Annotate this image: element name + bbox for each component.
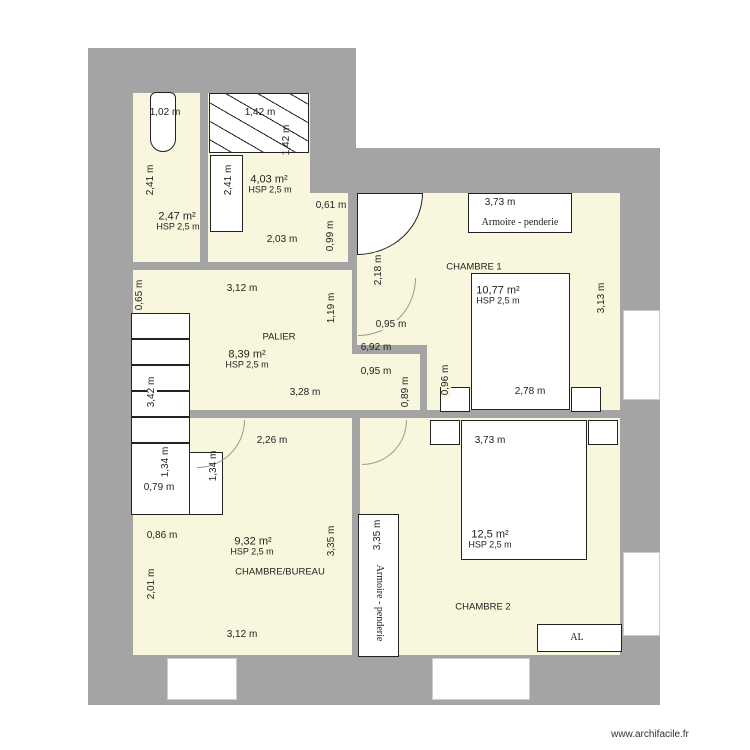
- chambre1-area: 10,77 m²: [476, 284, 520, 297]
- dimension: 3,12 m: [224, 629, 260, 640]
- shower: [209, 93, 309, 153]
- dimension: 2,01 m: [146, 566, 157, 602]
- bathroom-hsp: HSP 2,5 m: [248, 184, 292, 195]
- stair-step: [131, 391, 190, 417]
- chambre2-area: 12,5 m²: [471, 528, 509, 541]
- dimension: 3,35 m: [326, 523, 337, 559]
- window: [432, 658, 530, 700]
- window: [167, 658, 237, 700]
- dimension: 1,02 m: [149, 107, 181, 118]
- dimension: 2,78 m: [514, 386, 546, 397]
- chambre-bureau-area: 9,32 m²: [234, 535, 272, 548]
- dimension: 3,73 m: [474, 435, 506, 446]
- dimension: 1,34 m: [160, 446, 171, 478]
- dimension: 2,18 m: [373, 252, 384, 288]
- dimension: 2,41 m: [223, 164, 234, 196]
- wardrobe-top: [468, 193, 572, 233]
- dimension: 0,99 m: [325, 220, 336, 252]
- dimension: 0,89 m: [400, 374, 411, 410]
- dimension: 2,03 m: [264, 234, 300, 245]
- chambre1-name: CHAMBRE 1: [446, 261, 502, 273]
- dimension: 0,96 m: [440, 362, 451, 398]
- dimension: 3,42 m: [146, 376, 157, 408]
- stair-step: [131, 417, 190, 443]
- dimension: 0,95 m: [373, 319, 409, 330]
- dimension: 0,65 m: [134, 277, 145, 313]
- wardrobe-side: [358, 514, 399, 657]
- wardrobe-side-label: Armoire - penderie: [374, 564, 385, 642]
- dimension: 3,73 m: [484, 197, 516, 208]
- palier-hsp: HSP 2,5 m: [225, 359, 269, 370]
- stair-step: [131, 365, 190, 391]
- chambre2-hsp: HSP 2,5 m: [468, 539, 512, 550]
- vanity-sinks: [210, 155, 243, 232]
- dimension: 2,26 m: [254, 435, 290, 446]
- nightstand: [571, 387, 601, 412]
- stair-step: [131, 339, 190, 365]
- window: [623, 552, 660, 636]
- nightstand: [588, 420, 618, 445]
- dimension: 2,41 m: [145, 162, 156, 198]
- wardrobe-top-label: Armoire - penderie: [481, 217, 559, 228]
- dimension: 3,12 m: [224, 283, 260, 294]
- window: [623, 310, 660, 400]
- palier-area: 8,39 m²: [228, 348, 266, 361]
- radiator: [537, 624, 622, 652]
- nightstand: [430, 420, 460, 445]
- dimension: 1,42 m: [244, 107, 276, 118]
- dimension: 3,35 m: [372, 519, 383, 551]
- palier-name: PALIER: [262, 331, 296, 343]
- bathroom-floor-ext: [308, 193, 348, 262]
- dimension: 0,79 m: [143, 482, 175, 493]
- stair-step: [131, 313, 190, 339]
- dimension: 0,95 m: [358, 366, 394, 377]
- dimension: 1,34 m: [208, 450, 219, 482]
- dimension: 3,28 m: [287, 387, 323, 398]
- wc-area: 2,47 m²: [158, 210, 196, 223]
- radiator-label: AL: [570, 632, 584, 643]
- chambre-bureau-hsp: HSP 2,5 m: [230, 546, 274, 557]
- dimension: 1,42 m: [281, 124, 292, 156]
- dimension: 3,13 m: [596, 280, 607, 316]
- watermark[interactable]: www.archifacile.fr: [611, 729, 689, 740]
- dimension: 6,92 m: [360, 342, 392, 353]
- dimension: 0,86 m: [144, 530, 180, 541]
- toilet-icon: [150, 92, 176, 152]
- dimension: 1,19 m: [326, 290, 337, 326]
- dimension: 0,61 m: [315, 200, 347, 211]
- bathroom-area: 4,03 m²: [250, 173, 288, 186]
- wc-hsp: HSP 2,5 m: [156, 221, 200, 232]
- chambre-bureau-name: CHAMBRE/BUREAU: [235, 566, 325, 578]
- chambre1-hsp: HSP 2,5 m: [476, 295, 520, 306]
- chambre2-name: CHAMBRE 2: [455, 601, 511, 613]
